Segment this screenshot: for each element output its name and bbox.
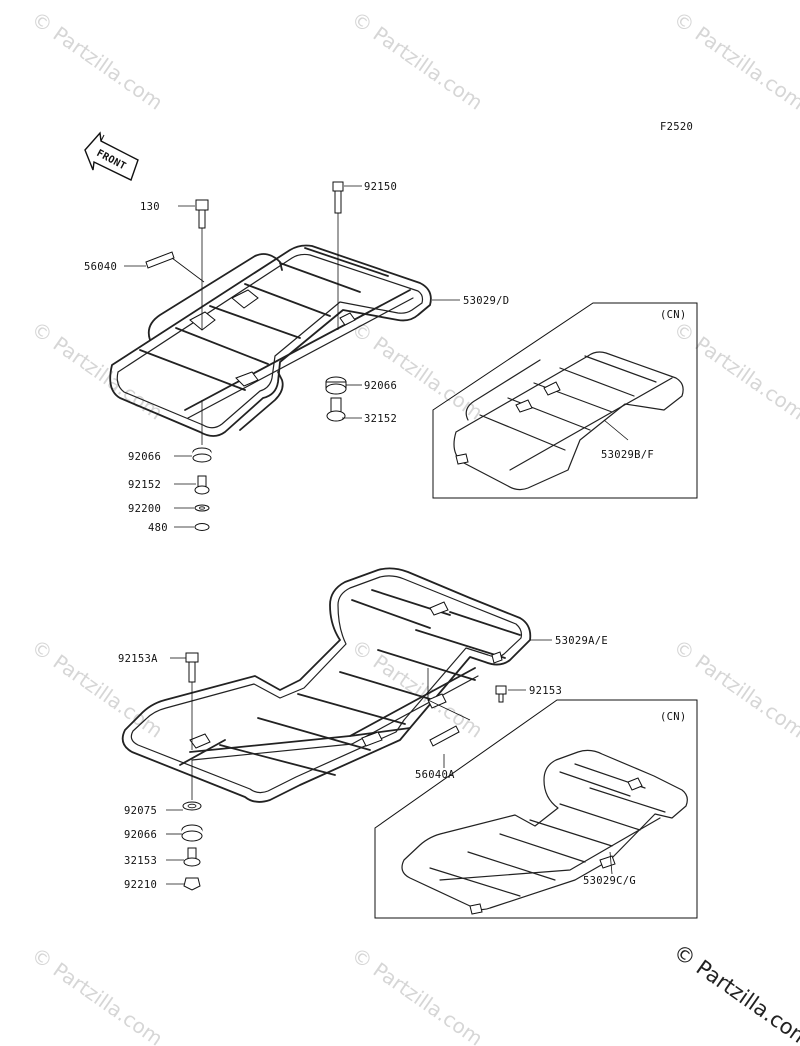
watermark: © Partzilla.com bbox=[669, 6, 800, 114]
bolt-92153-icon bbox=[495, 685, 507, 695]
watermark: © Partzilla.com bbox=[669, 634, 800, 742]
bolt-92153a-icon bbox=[185, 652, 199, 663]
label-56040a-icon bbox=[429, 725, 460, 747]
bolt-130-icon bbox=[195, 199, 209, 211]
variant-label-bottom: (CN) bbox=[660, 711, 687, 723]
front-arrow-icon: FRONT bbox=[84, 131, 139, 181]
front-carrier-53029ae bbox=[121, 567, 532, 803]
bolt-92153a-shaft-icon bbox=[188, 661, 196, 683]
part-label-92210: 92210 bbox=[124, 879, 157, 891]
variant-label-top: (CN) bbox=[660, 309, 687, 321]
bolt-92150-icon bbox=[332, 181, 344, 192]
part-label-32153: 32153 bbox=[124, 855, 157, 867]
variant-box-cn-top: (CN) bbox=[432, 302, 698, 499]
part-label-32152: 32152 bbox=[364, 413, 397, 425]
part-label-53029cg: 53029C/G bbox=[583, 875, 636, 887]
watermark: © Partzilla.com bbox=[347, 316, 487, 424]
part-label-92066-top: 92066 bbox=[364, 380, 397, 392]
figure-code: F2520 bbox=[660, 121, 693, 133]
part-label-480: 480 bbox=[148, 522, 168, 534]
watermark: © Partzilla.com bbox=[669, 316, 800, 424]
watermark: © Partzilla.com bbox=[347, 6, 487, 114]
part-label-130: 130 bbox=[140, 201, 160, 213]
washer-92200-icon bbox=[194, 504, 210, 512]
oring-480-icon bbox=[194, 523, 210, 531]
part-label-92153: 92153 bbox=[529, 685, 562, 697]
part-label-56040: 56040 bbox=[84, 261, 117, 273]
watermark: © Partzilla.com bbox=[27, 634, 167, 742]
part-label-53029ae: 53029A/E bbox=[555, 635, 608, 647]
label-56040-icon bbox=[145, 251, 175, 269]
part-label-92200: 92200 bbox=[128, 503, 161, 515]
variant-box-cn-bottom: (CN) bbox=[374, 699, 698, 919]
part-label-92150: 92150 bbox=[364, 181, 397, 193]
bolt-130-shaft-icon bbox=[198, 209, 206, 229]
rear-carrier-53029d bbox=[109, 244, 432, 437]
bottom-hardware bbox=[166, 639, 552, 891]
collar-32152-icon bbox=[330, 397, 342, 413]
part-label-92066-bottom: 92066 bbox=[124, 829, 157, 841]
part-label-92152: 92152 bbox=[128, 479, 161, 491]
watermark: © Partzilla.com bbox=[27, 6, 167, 114]
part-label-92153a: 92153A bbox=[118, 653, 158, 665]
watermark: © Partzilla.com bbox=[347, 942, 487, 1046]
top-hardware bbox=[124, 181, 460, 531]
part-label-53029bf: 53029B/F bbox=[601, 449, 654, 461]
nut-92210-icon bbox=[183, 877, 201, 891]
watermark-main: © Partzilla.com bbox=[669, 939, 800, 1046]
part-label-92066-left: 92066 bbox=[128, 451, 161, 463]
part-label-56040a: 56040A bbox=[415, 769, 455, 781]
watermark: © Partzilla.com bbox=[27, 942, 167, 1046]
washer-92075-icon bbox=[182, 801, 202, 811]
part-label-53029d: 53029/D bbox=[463, 295, 509, 307]
bolt-92150-shaft-icon bbox=[334, 190, 342, 214]
part-label-92075: 92075 bbox=[124, 805, 157, 817]
